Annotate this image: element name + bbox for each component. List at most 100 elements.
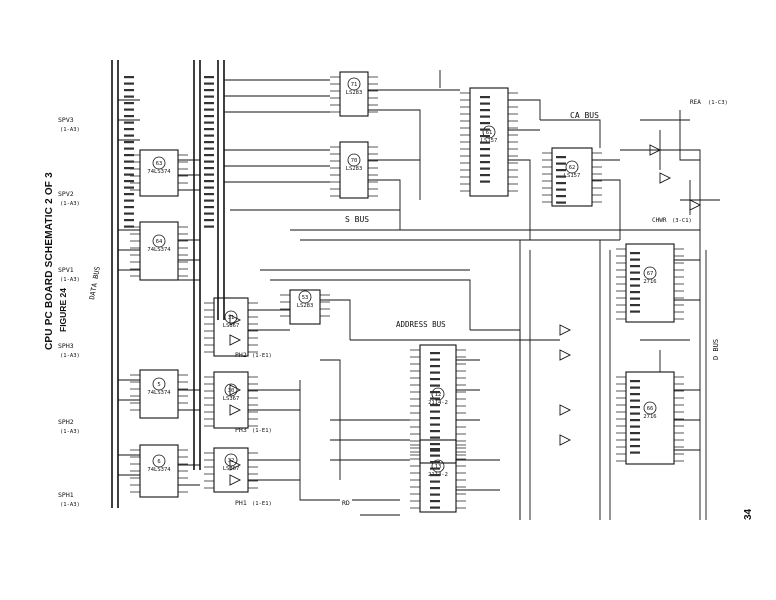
chip-ref-label: 61 [486,130,493,136]
port-rd: RD [342,499,350,507]
chip-ref-label: 71 [351,82,358,88]
chip-ref-circle [152,156,166,170]
port-ph3: PH3 [235,426,247,434]
chip-part-label: 74LS374 [147,467,171,473]
buffer-gate [559,349,572,361]
chip-part-label: LS283 [346,166,363,172]
chip-ref-label: 31 [228,315,235,321]
pin-label-mark [430,436,440,439]
pin-label-mark [204,76,214,79]
wire [368,109,421,200]
buffer-gate [689,199,702,211]
port-ph2-ref: (1-E1) [252,353,272,359]
chip-ref-label: 30 [228,388,235,394]
address-bus-label: ADDRESS BUS [396,320,446,329]
pin-label-mark [124,102,134,105]
pin-label-mark [480,135,490,138]
pin-label-mark [430,430,440,433]
chip-group: 74LS3746374LS3746474LS374574LS3746LS1576… [130,71,684,513]
chip-ref-circle [152,234,166,248]
chip-ref-label: 6 [157,459,160,465]
ca-bus-label: CA BUS [570,111,599,120]
signal-spv2: SPV2 [58,190,74,198]
pin-label-mark [204,212,214,215]
pin-label-mark [430,487,440,490]
chip-ref-circle [152,377,166,391]
pin-label-mark [124,186,134,189]
chip-body [551,147,593,207]
pin-label-mark [124,167,134,170]
pin-label-mark [556,162,566,165]
chip-body [339,71,369,117]
chip-body [213,371,249,429]
pin-label-mark [430,506,440,509]
chip-body [339,141,369,199]
chip-ref-circle [224,383,238,397]
chip-ref-circle [224,310,238,324]
pin-label-mark [630,265,640,268]
chip-ref-circle [565,160,579,174]
chip-body [625,243,675,323]
chip-ref-label: 66 [647,406,654,412]
wire [508,159,531,240]
signal-spv3-ref: (1-A3) [60,127,80,133]
pin-label-mark [630,438,640,441]
pin-label-mark [430,448,440,451]
pin-label-mark [204,167,214,170]
buffer-group [229,144,702,486]
pin-label-mark [630,399,640,402]
pin-label-mark [480,128,490,131]
pin-label-mark [630,284,640,287]
buffer-gate [559,404,572,416]
chip-body [419,439,457,513]
pin-label-mark [204,108,214,111]
wire [592,179,621,240]
pin-label-mark [630,386,640,389]
pin-label-mark [204,160,214,163]
chip-31: LS367 31 [204,297,258,357]
buffer-gate [229,459,242,471]
chip-body [625,371,675,465]
buffer-gate [229,474,242,486]
pin-label-mark [430,480,440,483]
chip-ref-circle [298,290,312,304]
buffer-gate [649,144,662,156]
chip-body [139,149,179,197]
pin-label-mark [204,147,214,150]
chip-part-label: 74LS374 [147,247,171,253]
port-ph3-ref: (1-E1) [252,428,272,434]
pin-label-mark [430,493,440,496]
wire [270,279,471,330]
pin-label-mark [124,141,134,144]
pin-label-mark [630,291,640,294]
pin-label-mark [430,378,440,381]
pin-label-mark [556,182,566,185]
chip-part-label: LS367 [223,323,240,329]
pin-label-mark [124,206,134,209]
pin-label-mark [204,102,214,105]
wire [508,99,541,120]
pin-label-mark [480,154,490,157]
pin-label-mark [430,423,440,426]
d-bus-label: D BUS [712,339,720,360]
chip-part-label: 2716 [643,414,656,420]
pin-label-mark [556,188,566,191]
chip-body [289,289,321,325]
pin-label-mark [480,102,490,105]
pin-label-mark [204,193,214,196]
signal-sph2: SPH2 [58,418,74,426]
pin-label-mark [204,225,214,228]
pin-label-mark [124,212,134,215]
signal-sph1-ref: (1-A3) [60,502,80,508]
signal-sph3: SPH3 [58,342,74,350]
pin-label-mark [124,193,134,196]
pin-label-mark [204,180,214,183]
pin-label-mark [480,96,490,99]
port-rea-ref: (1-C3) [708,100,728,106]
